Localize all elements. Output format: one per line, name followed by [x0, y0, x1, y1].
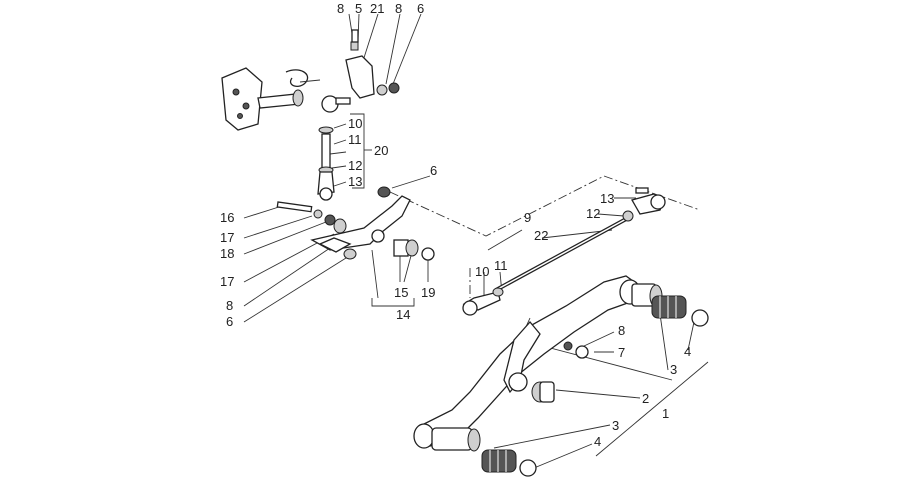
callout-5: 5	[355, 1, 362, 16]
callout-19: 19	[421, 285, 435, 300]
callout-15: 15	[394, 285, 408, 300]
callout-3: 3	[612, 418, 619, 433]
callout-3: 3	[670, 362, 677, 377]
link-rod-22	[462, 187, 666, 316]
callout-11: 11	[494, 258, 508, 273]
callout-18: 18	[220, 246, 234, 261]
bracket-plate	[221, 67, 304, 131]
lever-assembly-14	[276, 195, 435, 261]
callout-10: 10	[475, 264, 489, 279]
callout-6: 6	[430, 163, 437, 178]
callout-13: 13	[348, 174, 362, 189]
footrest-rubbers	[481, 295, 709, 477]
callout-12: 12	[586, 206, 600, 221]
callout-11: 11	[348, 132, 362, 147]
callout-8: 8	[618, 323, 625, 338]
callout-17: 17	[220, 274, 234, 289]
callout-6: 6	[417, 1, 424, 16]
callout-17: 17	[220, 230, 234, 245]
callout-7: 7	[618, 345, 625, 360]
pedal-arm-1	[413, 275, 663, 452]
callout-14: 14	[396, 307, 410, 322]
spring-clip	[285, 69, 321, 88]
callout-16: 16	[220, 210, 234, 225]
callout-9: 9	[524, 210, 531, 225]
callout-8: 8	[395, 1, 402, 16]
callout-10: 10	[348, 116, 362, 131]
callout-4: 4	[684, 344, 691, 359]
callout-labels: 8 5 21 8 6 10 11 20 12 13 6 16 17 18 17 …	[220, 1, 691, 449]
callout-2: 2	[642, 391, 649, 406]
callout-6: 6	[226, 314, 233, 329]
callout-12: 12	[348, 158, 362, 173]
callout-8: 8	[337, 1, 344, 16]
top-fasteners	[345, 29, 400, 99]
callout-21: 21	[370, 1, 384, 16]
callout-13: 13	[600, 191, 614, 206]
rod-assembly-20	[317, 95, 391, 201]
callout-22: 22	[534, 228, 548, 243]
callout-20: 20	[374, 143, 388, 158]
callout-1: 1	[662, 406, 669, 421]
callout-8: 8	[226, 298, 233, 313]
callout-4: 4	[594, 434, 601, 449]
